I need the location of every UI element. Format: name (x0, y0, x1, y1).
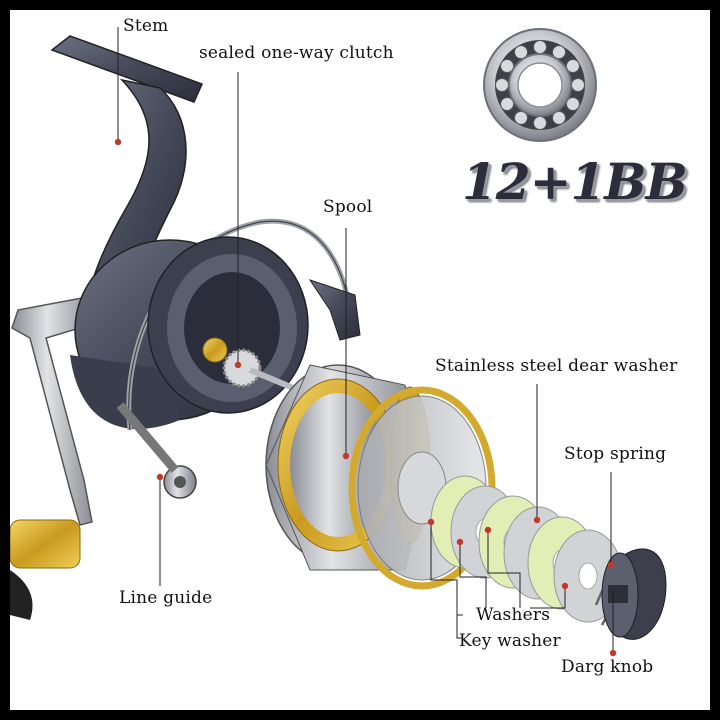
spool-icon (265, 364, 496, 590)
bearing-ball (533, 116, 547, 130)
washer-stack (430, 475, 623, 623)
exploded-reel-diagram: Stem sealed one-way clutch Spool Stainle… (10, 10, 710, 710)
leader-dot (561, 582, 569, 590)
label-clutch: sealed one-way clutch (199, 43, 394, 63)
leader-dot (342, 452, 350, 460)
bearing-ball (565, 97, 580, 111)
leader-dots (114, 138, 617, 657)
label-line-guide: Line guide (119, 588, 213, 608)
label-washers: Washers (476, 605, 551, 625)
label-drag-knob: Darg knob (561, 657, 654, 677)
leader-dot (609, 649, 617, 657)
leader-dot (156, 473, 164, 481)
drag-knob-icon (601, 548, 667, 640)
label-stop-spring: Stop spring (564, 444, 667, 464)
leader-dot (484, 526, 492, 534)
bearing-ball (565, 59, 580, 73)
leader-dot (533, 516, 541, 524)
ball-bearing-icon (483, 28, 597, 142)
reel-body (50, 35, 361, 499)
leader-lines (117, 27, 614, 653)
bearing-ball (514, 45, 528, 60)
crank-handle-icon (10, 297, 102, 620)
label-spool: Spool (323, 197, 373, 217)
leader-dot (456, 538, 464, 546)
label-stem: Stem (123, 16, 169, 36)
label-key-washer: Key washer (459, 631, 561, 651)
leader-dot (607, 561, 615, 569)
reel-illustration (10, 27, 667, 657)
bearing-ball (500, 59, 515, 73)
bearing-count-badge: 12+1BB (462, 152, 688, 211)
bearing-ball (552, 45, 566, 60)
bearing-ball (552, 110, 566, 125)
leader-dot (234, 361, 242, 369)
bearing-ball (495, 78, 509, 92)
bearing-ball (533, 40, 547, 54)
bearing-ball (571, 78, 585, 92)
leader-dot (427, 518, 435, 526)
bearing-ball (514, 110, 528, 125)
leader-dot (114, 138, 122, 146)
label-gear-washer: Stainless steel dear washer (435, 356, 678, 376)
bearing-ball (500, 97, 515, 111)
